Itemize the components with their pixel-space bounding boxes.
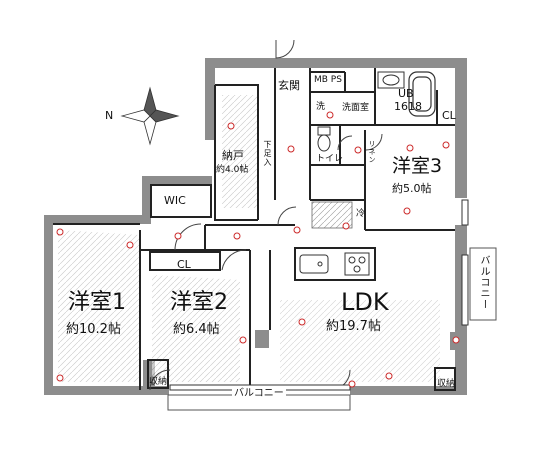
storage-area-label: 約4.0帖 bbox=[216, 165, 249, 175]
closet-left-label: 収納 bbox=[149, 377, 168, 387]
kitchen-sink-icon bbox=[299, 254, 329, 274]
toilet-fixture-icon bbox=[317, 126, 331, 152]
western2-label: 洋室2 bbox=[170, 290, 228, 315]
stove-icon bbox=[344, 252, 370, 276]
western3-label: 洋室3 bbox=[392, 155, 443, 177]
wic-label: WIC bbox=[164, 194, 186, 207]
western1-label: 洋室1 bbox=[68, 290, 126, 315]
compass-north-label: N bbox=[105, 109, 114, 122]
ldk-area-label: 約19.7帖 bbox=[326, 319, 381, 334]
balcony-right-label: バルコニー bbox=[478, 255, 489, 310]
closet-mid-label: CL bbox=[177, 258, 191, 271]
fridge-label: 冷 bbox=[356, 209, 366, 219]
ldk-label: LDK bbox=[341, 288, 389, 316]
storage-label: 納戸 bbox=[222, 149, 244, 162]
interior-walls bbox=[53, 68, 456, 391]
washer-label: 洗 bbox=[316, 102, 326, 112]
door-swings bbox=[149, 39, 383, 391]
ub-label: UB bbox=[398, 87, 414, 100]
linen-label: リネン bbox=[368, 140, 376, 164]
western3-area-label: 約5.0帖 bbox=[392, 182, 432, 195]
bathtub-icon bbox=[408, 71, 436, 117]
entrance-label: 玄関 bbox=[278, 79, 300, 92]
outlet-markers bbox=[56, 111, 460, 388]
western2-area-label: 約6.4帖 bbox=[173, 322, 220, 337]
ub-size-label: 1618 bbox=[394, 100, 422, 113]
closet-top-label: CL bbox=[442, 109, 456, 122]
mb-ps-label: MB PS bbox=[314, 75, 342, 85]
western1-area-label: 約10.2帖 bbox=[66, 322, 121, 337]
closet-right-label: 収納 bbox=[437, 379, 456, 389]
balcony-bottom-label: バルコニー bbox=[232, 388, 286, 399]
shoebox-label: 下足入 bbox=[263, 140, 272, 167]
washbasin-icon bbox=[377, 71, 405, 89]
toilet-label: トイレ bbox=[316, 154, 344, 164]
compass-rose-icon bbox=[120, 86, 180, 146]
washroom-label: 洗面室 bbox=[342, 103, 370, 113]
